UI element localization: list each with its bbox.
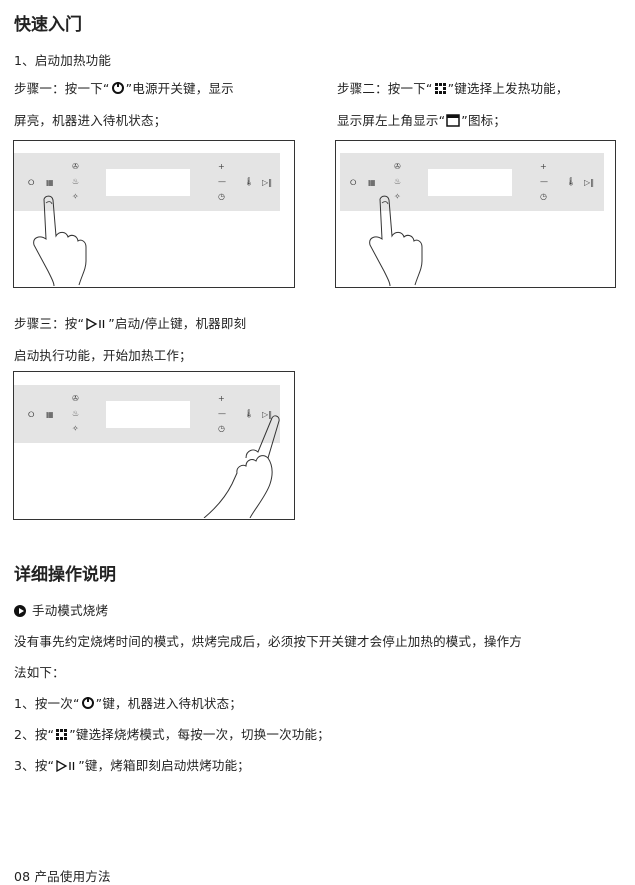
menu-grid-icon xyxy=(56,729,68,740)
step3-line1: 步骤三：按“ ”启动/停止键，机器即刻 xyxy=(14,313,246,332)
power-icon: ⭘ xyxy=(350,178,357,187)
step1-line1: 步骤一：按一下“ ”电源开关键，显示 xyxy=(14,78,234,97)
panel-illustration-2: ⭘ ▦ ✇ ♨ ✧ + — ◷ 🌡 ▷‖ xyxy=(335,140,616,288)
temperature-icon: 🌡 xyxy=(566,177,577,186)
power-icon: ⭘ xyxy=(28,410,35,419)
panel-illustration-1: ⭘ ▦ ✇ ♨ ✧ + — ◷ 🌡 ▷‖ xyxy=(13,140,295,288)
light-icon: ✧ xyxy=(72,192,79,201)
item2-text-a: 2、按“ xyxy=(14,727,55,742)
menu-grid-icon xyxy=(434,83,446,94)
step3-line2: 启动执行功能，开始加热工作； xyxy=(14,348,192,363)
heat-icon: ♨ xyxy=(72,177,80,186)
step1-text-b: ”电源开关键，显示 xyxy=(125,81,234,96)
item1-text-b: ”键，机器进入待机状态； xyxy=(95,696,243,711)
display-window xyxy=(106,169,190,196)
control-strip: ⭘ ▦ ✇ ♨ ✧ + — ◷ 🌡 ▷‖ xyxy=(14,385,280,443)
step2-line2: 显示屏左上角显示“ ”图标； xyxy=(337,110,506,129)
step3-text-a: 步骤三：按“ xyxy=(14,316,85,331)
hand-pointer-icon xyxy=(369,195,423,286)
page-footer: 08 产品使用方法 xyxy=(14,869,111,884)
step2-text-d: ”图标； xyxy=(461,113,507,128)
list-item-2: 2、按“ ”键选择烧烤模式，每按一次，切换一次功能； xyxy=(14,724,330,743)
top-heat-icon xyxy=(446,114,461,127)
plus-icon: + xyxy=(218,394,225,403)
light-icon: ✧ xyxy=(394,192,401,201)
item2-text-b: ”键选择烧烤模式，每按一次，切换一次功能； xyxy=(69,727,330,742)
minus-icon: — xyxy=(540,177,548,186)
section-title-detailed-operation: 详细操作说明 xyxy=(14,565,116,585)
play-pause-icon xyxy=(56,760,75,772)
hand-pointer-icon xyxy=(33,195,87,286)
panel-illustration-3: ⭘ ▦ ✇ ♨ ✧ + — ◷ 🌡 ▷‖ xyxy=(13,371,295,520)
menu-icon: ▦ xyxy=(368,178,376,187)
fan-icon: ✇ xyxy=(72,162,79,171)
paragraph-line1: 没有事先约定烧烤时间的模式，烘烤完成后，必须按下开关键才会停止加热的模式，操作方 xyxy=(14,634,523,649)
play-pause-icon xyxy=(86,318,105,330)
step2-text-b: ”键选择上发热功能， xyxy=(447,81,569,96)
subtitle-manual-mode: 手动模式烧烤 xyxy=(14,600,108,619)
play-bullet-icon xyxy=(14,605,26,617)
step1-line2: 屏亮，机器进入待机状态； xyxy=(14,113,167,128)
menu-icon: ▦ xyxy=(46,410,54,419)
menu-icon: ▦ xyxy=(46,178,54,187)
hand-pointer-icon xyxy=(203,415,280,518)
control-strip: ⭘ ▦ ✇ ♨ ✧ + — ◷ 🌡 ▷‖ xyxy=(14,153,280,211)
heat-icon: ♨ xyxy=(394,177,402,186)
heat-icon: ♨ xyxy=(72,409,80,418)
timer-icon: ◷ xyxy=(218,424,225,433)
light-icon: ✧ xyxy=(72,424,79,433)
timer-icon: ◷ xyxy=(540,192,547,201)
fan-icon: ✇ xyxy=(72,394,79,403)
display-window xyxy=(106,401,190,428)
list-item-1: 1、按一次“ ”键，机器进入待机状态； xyxy=(14,693,242,712)
minus-icon: — xyxy=(218,409,226,418)
item3-text-a: 3、按“ xyxy=(14,758,55,773)
plus-icon: + xyxy=(218,162,225,171)
paragraph-line2: 法如下： xyxy=(14,665,65,680)
step3-text-b: ”启动/停止键，机器即刻 xyxy=(108,316,247,331)
item1-text-a: 1、按一次“ xyxy=(14,696,80,711)
temperature-icon: 🌡 xyxy=(244,409,255,418)
play-pause-icon: ▷‖ xyxy=(262,410,273,419)
subtitle-heating: 1、启动加热功能 xyxy=(14,53,112,68)
power-icon xyxy=(111,82,124,94)
fan-icon: ✇ xyxy=(394,162,401,171)
temperature-icon: 🌡 xyxy=(244,177,255,186)
power-icon xyxy=(81,697,94,709)
power-icon: ⭘ xyxy=(28,178,35,187)
step2-text-c: 显示屏左上角显示“ xyxy=(337,113,446,128)
list-item-3: 3、按“ ”键，烤箱即刻启动烘烤功能； xyxy=(14,755,250,774)
step2-line1: 步骤二：按一下“ ”键选择上发热功能， xyxy=(337,78,569,97)
step1-text-a: 步骤一：按一下“ xyxy=(14,81,110,96)
play-pause-icon: ▷‖ xyxy=(584,178,595,187)
section-title-quick-start: 快速入门 xyxy=(14,15,82,35)
subtitle-manual-mode-text: 手动模式烧烤 xyxy=(32,603,109,618)
step2-text-a: 步骤二：按一下“ xyxy=(337,81,433,96)
minus-icon: — xyxy=(218,177,226,186)
display-window xyxy=(428,169,512,196)
timer-icon: ◷ xyxy=(218,192,225,201)
plus-icon: + xyxy=(540,162,547,171)
play-pause-icon: ▷‖ xyxy=(262,178,273,187)
item3-text-b: ”键，烤箱即刻启动烘烤功能； xyxy=(78,758,251,773)
